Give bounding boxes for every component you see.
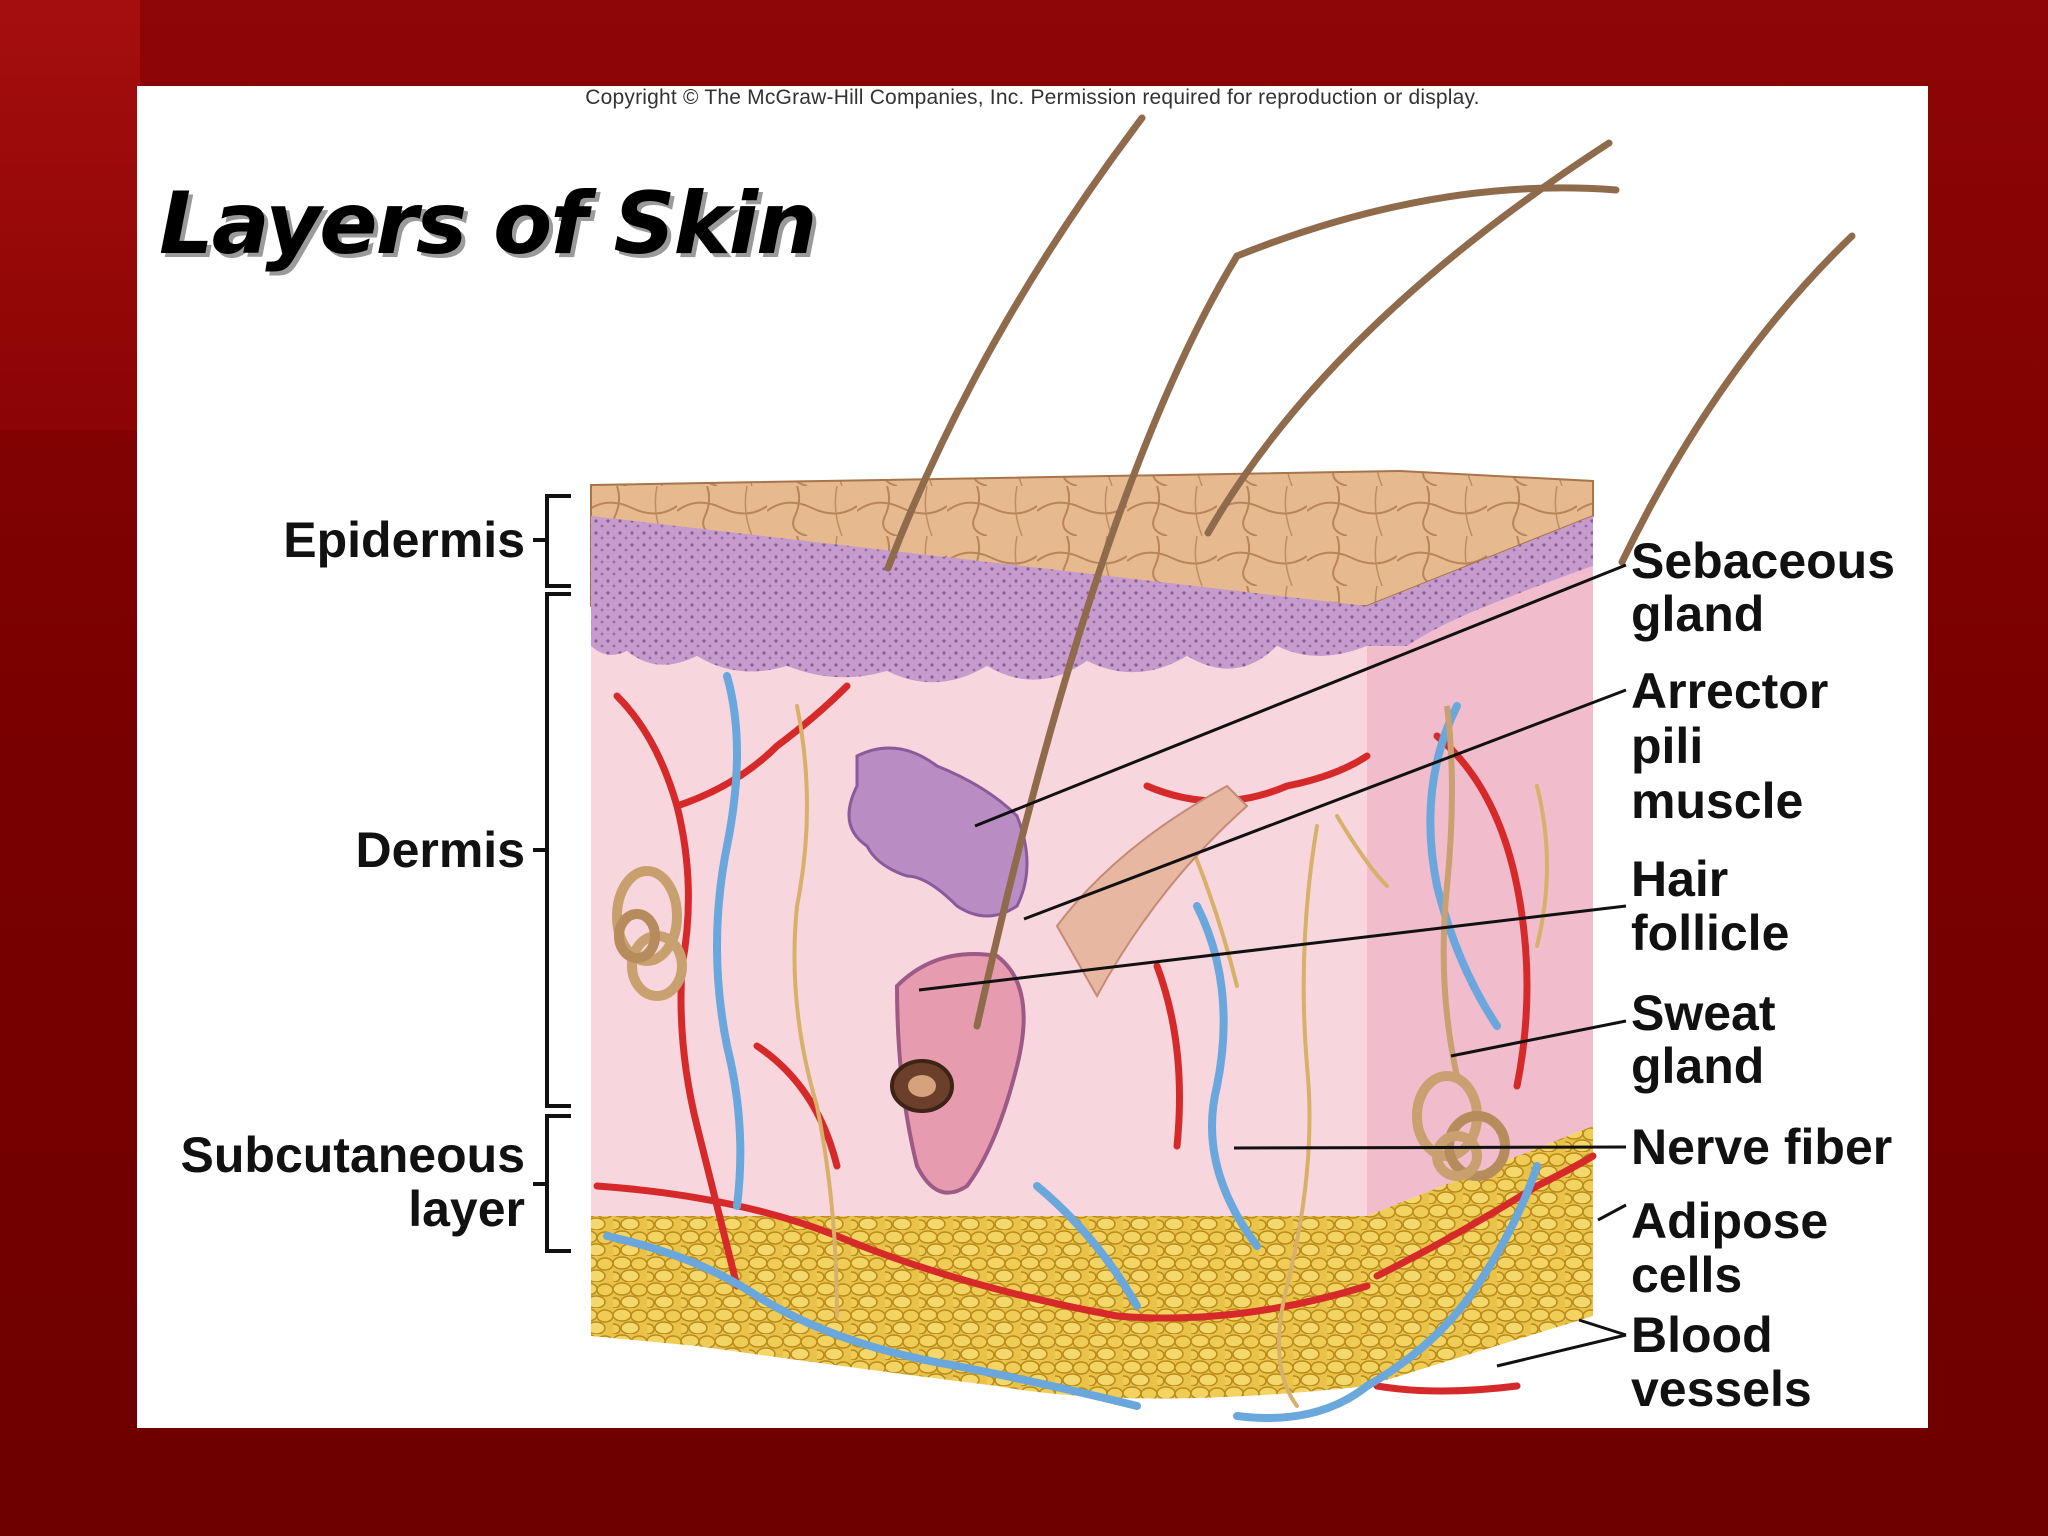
epidermis-layer	[591, 516, 1367, 683]
label-epidermis: Epidermis	[283, 512, 525, 568]
leader-lines	[918, 563, 1627, 1368]
label-sweat: Sweat	[1631, 985, 1776, 1041]
label-subcutaneous-layer: layer	[408, 1181, 525, 1237]
label-arrector-muscle: muscle	[1631, 773, 1804, 829]
label-adipose: Adipose	[1631, 1193, 1829, 1249]
label-sebaceous-gland: gland	[1631, 586, 1765, 642]
label-subcutaneous: Subcutaneous	[180, 1127, 525, 1183]
subcutaneous-side	[1367, 1126, 1593, 1386]
left-brackets	[533, 494, 571, 1253]
copyright-notice: Copyright © The McGraw-Hill Companies, I…	[585, 86, 1480, 109]
label-adipose-cells: cells	[1631, 1247, 1743, 1303]
label-hair: Hair	[1631, 851, 1729, 907]
epidermis-side	[1367, 516, 1593, 646]
label-dermis: Dermis	[355, 822, 525, 878]
veins	[603, 672, 1541, 1422]
label-sweat-gland: gland	[1631, 1038, 1765, 1094]
hairs	[884, 114, 1856, 1030]
label-arrector: Arrector	[1631, 663, 1829, 719]
arrector-pili-muscle	[1055, 784, 1249, 999]
label-hair-follicle: follicle	[1631, 905, 1790, 961]
skin-cross-section-illustration	[533, 114, 1856, 1422]
slide-title: Layers of Skin	[159, 174, 817, 274]
sweat-gland-left	[612, 866, 687, 1001]
label-blood-vessels: vessels	[1631, 1361, 1812, 1417]
skin-diagram-figure: Copyright © The McGraw-Hill Companies, I…	[137, 86, 1928, 1428]
slide-background-accent	[0, 0, 140, 430]
dermis-side	[1367, 566, 1593, 1216]
label-blood: Blood	[1631, 1307, 1773, 1363]
label-arrector-pili: pili	[1631, 718, 1704, 774]
subcutaneous-layer	[591, 1216, 1367, 1399]
label-sebaceous: Sebaceous	[1631, 533, 1896, 589]
label-nerve-fiber: Nerve fiber	[1631, 1119, 1893, 1175]
